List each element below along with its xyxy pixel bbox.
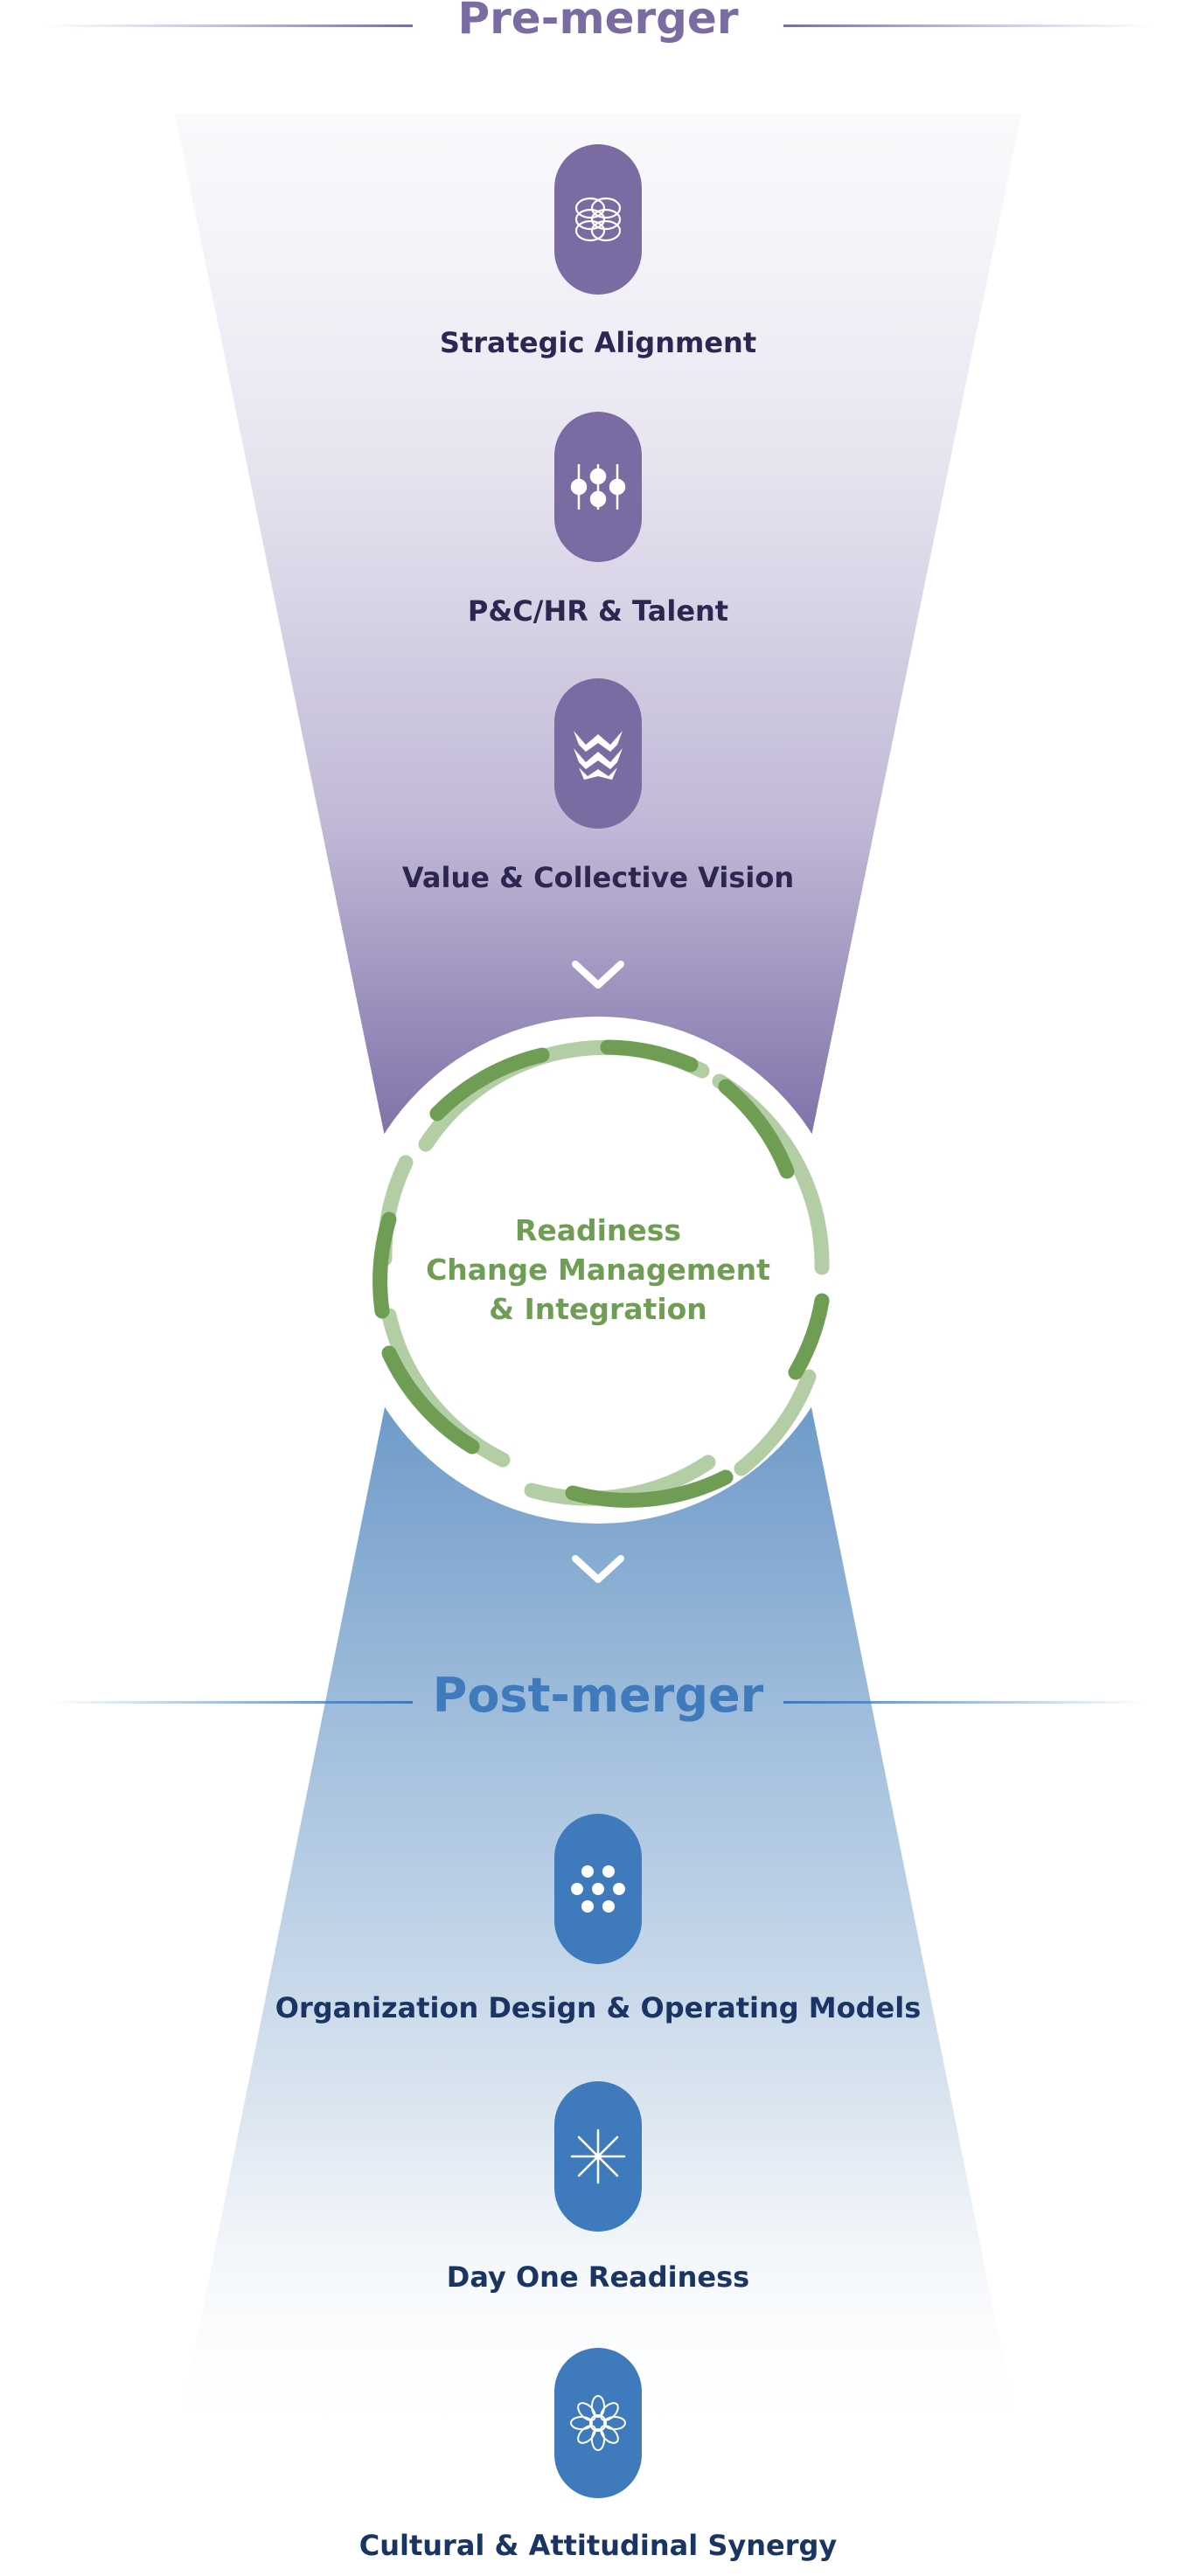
center-line-change-management: Change Management: [426, 1253, 770, 1287]
interlocking-rings-icon: [574, 197, 622, 242]
strategic-alignment-label: Strategic Alignment: [439, 326, 757, 359]
center-label: Readiness Change Management & Integratio…: [379, 1211, 817, 1329]
strategic-alignment-badge: [554, 144, 642, 295]
collective-vision-label: Value & Collective Vision: [401, 861, 795, 894]
pre-merger-divider-right: [783, 24, 1152, 27]
pre-merger-divider-left: [44, 24, 413, 27]
chevron-down-icon: [572, 961, 624, 989]
network-nodes-icon: [571, 1865, 625, 1913]
post-merger-divider-left: [52, 1701, 413, 1704]
chevron-leaves-icon: [574, 731, 623, 780]
collective-vision-badge: [554, 678, 642, 829]
ring-dark-segments: [372, 1039, 830, 1508]
day-one-badge: [554, 2081, 642, 2232]
post-merger-divider-right: [783, 1701, 1144, 1704]
talent-label: P&C/HR & Talent: [467, 594, 729, 628]
org-design-badge: [554, 1814, 642, 1964]
center-line-readiness: Readiness: [514, 1213, 682, 1247]
center-circle: [344, 1017, 852, 1524]
org-design-label: Organization Design & Operating Models: [275, 1991, 922, 2024]
day-one-label: Day One Readiness: [446, 2260, 750, 2294]
cultural-synergy-label: Cultural & Attitudinal Synergy: [358, 2529, 838, 2562]
chevron-down-icon: [572, 1555, 624, 1583]
sliders-icon: [570, 464, 626, 510]
starburst-icon: [570, 2128, 626, 2184]
center-line-integration: & Integration: [489, 1292, 707, 1326]
pre-merger-title: Pre-merger: [457, 0, 739, 44]
post-merger-title: Post-merger: [432, 1668, 764, 1723]
talent-badge: [554, 412, 642, 562]
flower-icon: [570, 2395, 626, 2451]
cultural-synergy-badge: [554, 2348, 642, 2498]
pre-merger-funnel: [175, 114, 1021, 1136]
